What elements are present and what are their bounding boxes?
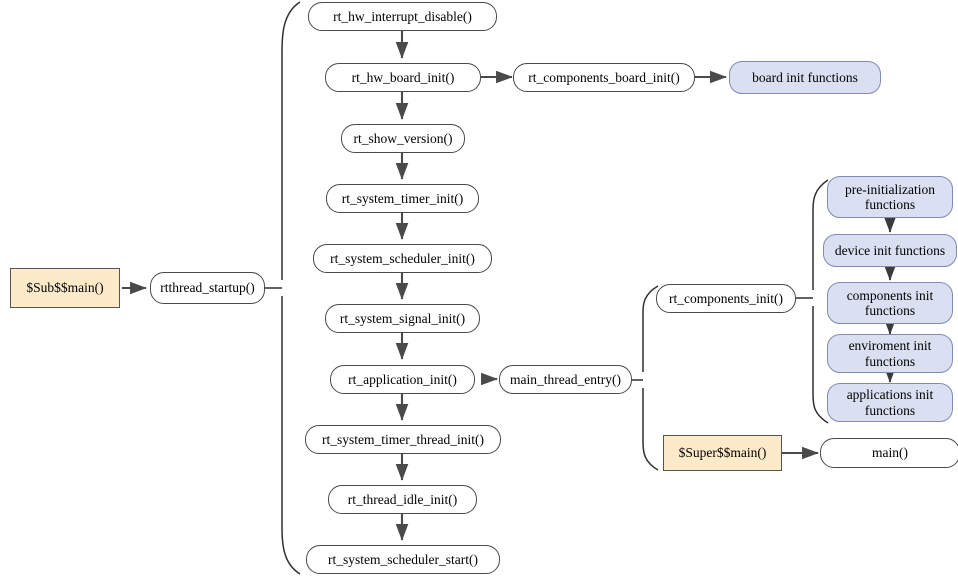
node-label: components init functions: [846, 287, 934, 318]
node-rt-hw-board-init[interactable]: rt_hw_board_init(): [325, 63, 481, 92]
node-rt-thread-idle-init[interactable]: rt_thread_idle_init(): [328, 485, 477, 514]
node-label: rt_show_version(): [353, 130, 453, 146]
node-label: board init functions: [752, 69, 858, 85]
node-enviroment-init-functions[interactable]: enviroment init functions: [827, 334, 953, 373]
node-rt-application-init[interactable]: rt_application_init(): [330, 365, 475, 394]
node-label: rt_system_signal_init(): [339, 310, 466, 326]
node-pre-initialization-functions[interactable]: pre-initialization functions: [827, 176, 953, 218]
node-rt-system-scheduler-start[interactable]: rt_system_scheduler_start(): [306, 545, 500, 574]
node-label: device init functions: [834, 242, 946, 258]
node-sub-main[interactable]: $Sub$$main(): [10, 268, 120, 308]
node-label: rt_application_init(): [348, 371, 457, 387]
node-label: rt_components_init(): [669, 290, 783, 306]
node-main[interactable]: main(): [820, 438, 958, 468]
brace-main-thread-entry: [630, 285, 659, 471]
node-label: applications init functions: [846, 387, 934, 418]
node-rt-system-timer-thread-init[interactable]: rt_system_timer_thread_init(): [305, 425, 501, 454]
node-label: $Super$$main(): [678, 445, 767, 461]
node-label: $Sub$$main(): [26, 280, 104, 296]
node-label: rt_system_scheduler_start(): [328, 551, 478, 567]
node-device-init-functions[interactable]: device init functions: [823, 234, 957, 267]
node-label: rt_thread_idle_init(): [347, 491, 458, 507]
node-label: enviroment init functions: [848, 338, 932, 369]
node-label: rt_system_timer_init(): [341, 190, 464, 206]
node-label: pre-initialization functions: [845, 181, 935, 212]
node-label: rtthread_startup(): [160, 280, 255, 296]
node-label: rt_hw_interrupt_disable(): [333, 8, 472, 24]
node-rt-hw-interrupt-disable[interactable]: rt_hw_interrupt_disable(): [308, 2, 497, 31]
node-label: rt_system_timer_thread_init(): [322, 431, 484, 447]
node-label: rt_components_board_init(): [528, 69, 680, 85]
node-rt-components-init[interactable]: rt_components_init(): [656, 284, 796, 313]
node-components-init-functions[interactable]: components init functions: [827, 282, 953, 324]
node-rt-system-timer-init[interactable]: rt_system_timer_init(): [326, 184, 479, 213]
node-main-thread-entry[interactable]: main_thread_entry(): [499, 365, 632, 394]
node-label: main_thread_entry(): [510, 371, 621, 387]
node-rtthread-startup[interactable]: rtthread_startup(): [150, 272, 265, 304]
node-rt-components-board-init[interactable]: rt_components_board_init(): [513, 63, 695, 92]
node-rt-system-scheduler-init[interactable]: rt_system_scheduler_init(): [313, 244, 492, 273]
node-super-main[interactable]: $Super$$main(): [663, 435, 782, 471]
node-applications-init-functions[interactable]: applications init functions: [827, 383, 953, 422]
node-label: rt_system_scheduler_init(): [330, 250, 475, 266]
node-rt-show-version[interactable]: rt_show_version(): [341, 124, 465, 153]
node-board-init-functions[interactable]: board init functions: [729, 61, 881, 94]
brace-components-init: [796, 179, 829, 424]
brace-startup: [262, 1, 301, 575]
node-label: rt_hw_board_init(): [351, 69, 455, 85]
node-label: main(): [872, 445, 908, 461]
node-rt-system-signal-init[interactable]: rt_system_signal_init(): [325, 304, 480, 333]
